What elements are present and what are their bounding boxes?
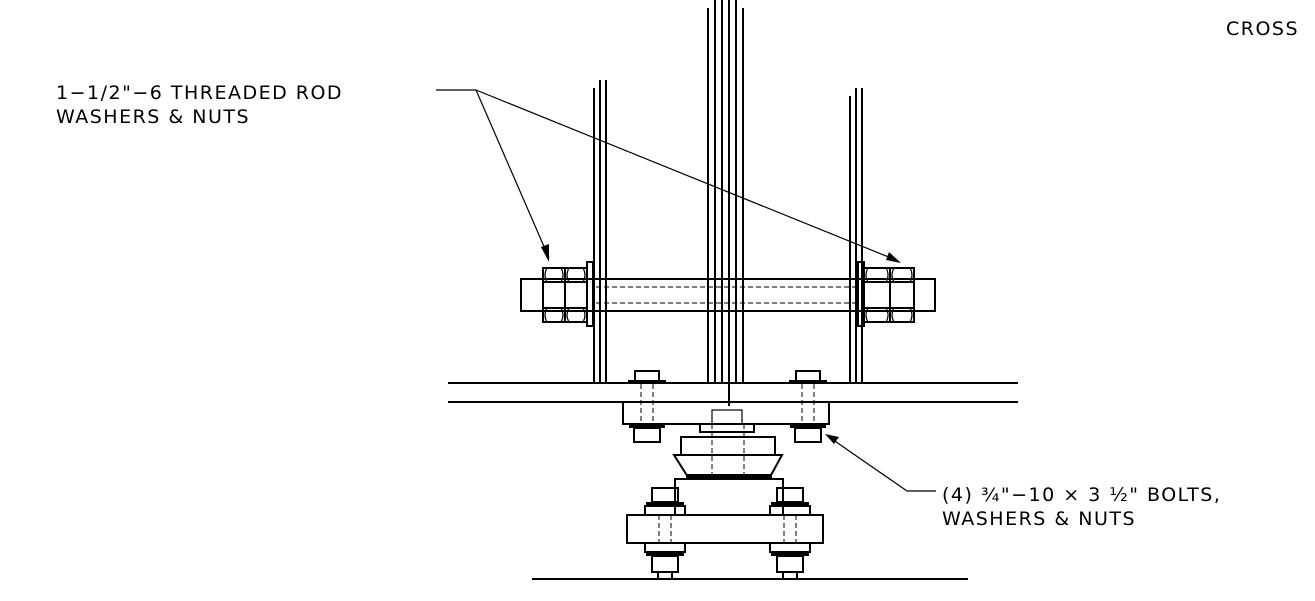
rod-callout-line1: 1−1/2"−6 THREADED ROD: [56, 82, 344, 104]
right-side-plate: [849, 88, 863, 384]
bolt-callout-line2: WASHERS & NUTS: [942, 508, 1137, 530]
left-nuts: [542, 261, 594, 327]
threaded-rod: [520, 278, 936, 312]
lower-right-bolt: [769, 487, 811, 579]
lower-left-bolt: [644, 487, 686, 579]
bolt-callout-line1: (4) ¾"−10 × 3 ½" BOLTS,: [942, 484, 1222, 506]
left-side-plate: [593, 80, 607, 384]
base-flange: [448, 382, 1018, 403]
lower-base: [532, 478, 968, 580]
right-nuts: [857, 261, 915, 327]
bolt-leader: [825, 434, 936, 492]
center-web: [707, 0, 744, 406]
title-partial: CROSS: [1226, 18, 1300, 40]
bearing-assembly: [672, 409, 784, 480]
rod-leader: [436, 89, 901, 263]
rod-callout-line2: WASHERS & NUTS: [56, 106, 251, 128]
